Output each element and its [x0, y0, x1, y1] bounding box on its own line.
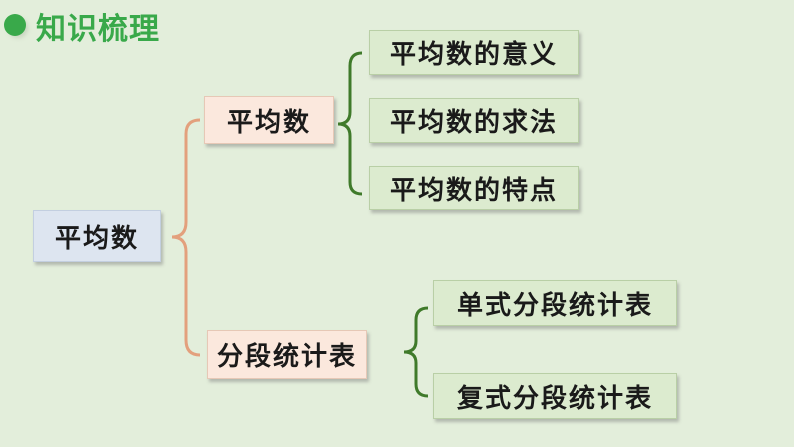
bullet-dot-icon — [4, 14, 26, 36]
branch-node-segment-table: 分段统计表 — [207, 330, 367, 379]
leaf-node-features: 平均数的特点 — [369, 166, 579, 210]
root-bracket — [171, 118, 201, 357]
branch-1-bracket — [337, 51, 363, 196]
branch-node-average: 平均数 — [204, 96, 334, 144]
leaf-node-single-table: 单式分段统计表 — [433, 280, 677, 326]
section-header: 知识梳理 — [0, 0, 260, 48]
root-node: 平均数 — [33, 210, 161, 262]
leaf-node-compound-table: 复式分段统计表 — [433, 373, 677, 419]
section-title: 知识梳理 — [36, 12, 160, 47]
leaf-node-method: 平均数的求法 — [369, 98, 579, 143]
leaf-node-meaning: 平均数的意义 — [369, 30, 579, 75]
branch-2-bracket — [403, 306, 429, 398]
